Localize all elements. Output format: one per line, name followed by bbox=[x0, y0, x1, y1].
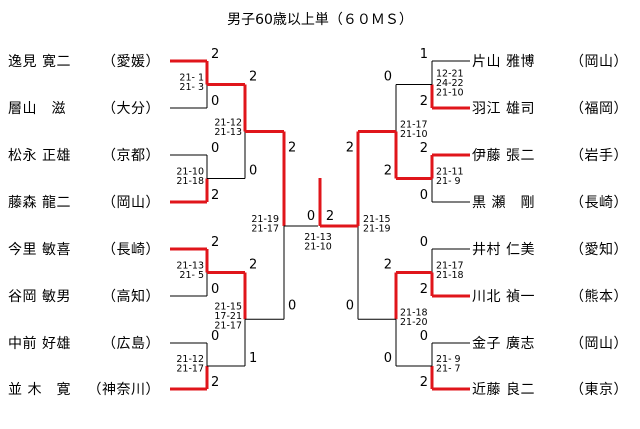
right-r2-score: 2 bbox=[384, 164, 392, 179]
left-r1-game-score: 21- 5 bbox=[179, 270, 204, 281]
left-player-club: （岡山） bbox=[102, 195, 160, 211]
left-player-name: 中前 好雄 bbox=[8, 335, 71, 352]
left-r2-score: 2 bbox=[249, 70, 257, 85]
right-player-name: 金子 廣志 bbox=[472, 335, 535, 352]
left-r2-game-score: 17-21 bbox=[214, 311, 242, 322]
left-player-club: （広島） bbox=[102, 336, 160, 352]
right-r1-score: 2 bbox=[420, 375, 428, 390]
left-r3-score: 0 bbox=[288, 298, 296, 313]
right-r3-score: 0 bbox=[346, 298, 354, 313]
right-player-club: （福岡） bbox=[570, 101, 628, 117]
left-player-club: （高知） bbox=[102, 288, 160, 305]
left-r3-score: 2 bbox=[288, 141, 296, 156]
right-r2-game-score: 21-17 bbox=[400, 120, 428, 131]
right-r2-score: 0 bbox=[384, 70, 392, 85]
right-r2-game-score: 21-20 bbox=[400, 317, 428, 328]
right-r1-game-score: 21-17 bbox=[436, 261, 464, 272]
left-r1-score: 2 bbox=[211, 188, 219, 203]
right-r3-game-score: 21-15 bbox=[363, 214, 391, 225]
left-r1-score: 2 bbox=[211, 235, 219, 250]
right-player-name: 片山 雅博 bbox=[472, 53, 535, 70]
right-r3-score: 2 bbox=[346, 141, 354, 156]
final-game-score: 21-13 bbox=[304, 232, 332, 243]
left-r2-game-score: 21-13 bbox=[214, 127, 242, 138]
left-r1-score: 0 bbox=[211, 329, 219, 344]
page-title: 男子60歳以上単（６０ＭＳ） bbox=[227, 12, 413, 28]
bracket-lines bbox=[170, 59, 470, 391]
right-r1-game-score: 21-18 bbox=[436, 270, 464, 281]
left-r2-score: 2 bbox=[249, 258, 257, 273]
final-score: 2 bbox=[326, 209, 334, 224]
left-r1-score: 0 bbox=[211, 141, 219, 156]
right-r2-score: 2 bbox=[384, 258, 392, 273]
left-r1-game-score: 21-17 bbox=[176, 364, 204, 375]
right-player-club: （愛知） bbox=[570, 241, 628, 258]
right-player-name: 井村 仁美 bbox=[472, 242, 535, 258]
left-r1-game-score: 21- 3 bbox=[179, 82, 204, 93]
left-player-club: （大分） bbox=[102, 101, 160, 117]
left-r2-game-score: 21-17 bbox=[214, 320, 242, 331]
right-r1-score: 2 bbox=[420, 282, 428, 297]
right-player-name: 伊藤 張二 bbox=[472, 148, 535, 164]
final-game-score: 21-10 bbox=[304, 242, 332, 253]
right-r1-game-score: 21- 9 bbox=[436, 354, 461, 365]
right-player-club: （長崎） bbox=[570, 195, 628, 211]
left-r1-game-score: 21- 1 bbox=[179, 73, 204, 84]
right-player-name: 黒 瀬 剛 bbox=[472, 195, 535, 211]
left-r1-game-score: 21-10 bbox=[176, 167, 204, 178]
left-r1-score: 0 bbox=[211, 282, 219, 297]
left-r3-game-score: 21-19 bbox=[251, 214, 279, 225]
left-r1-game-score: 21-18 bbox=[176, 176, 204, 187]
left-player-club: （愛媛） bbox=[102, 54, 160, 70]
left-r1-score: 2 bbox=[211, 47, 219, 62]
right-r2-score: 0 bbox=[384, 351, 392, 366]
right-player-name: 川北 禎一 bbox=[472, 289, 535, 305]
left-player-club: （神奈川） bbox=[88, 382, 161, 398]
right-r1-score: 2 bbox=[420, 141, 428, 156]
right-player-club: （東京） bbox=[570, 382, 628, 398]
right-r3-game-score: 21-19 bbox=[363, 224, 391, 235]
right-r1-score: 1 bbox=[420, 47, 428, 62]
left-r2-score: 0 bbox=[249, 164, 257, 179]
left-player-club: （長崎） bbox=[102, 242, 160, 258]
right-r1-score: 2 bbox=[420, 94, 428, 109]
left-player-club: （京都） bbox=[102, 148, 160, 164]
final-score: 0 bbox=[307, 209, 315, 224]
left-r2-score: 1 bbox=[249, 351, 257, 366]
right-r1-game-score: 24-22 bbox=[436, 78, 464, 89]
right-player-name: 羽江 雄司 bbox=[472, 101, 535, 117]
left-player-name: 今里 敏喜 bbox=[8, 242, 71, 258]
right-player-club: （岩手） bbox=[570, 148, 628, 164]
bracket-labels: 逸見 寛二 （愛媛） 層山 滋 （大分） 松永 正雄 （京都） 藤森 龍二 （岡山） 今里 敏喜… bbox=[8, 47, 628, 398]
right-r1-score: 0 bbox=[420, 188, 428, 203]
right-r1-game-score: 12-21 bbox=[436, 69, 464, 80]
left-player-name: 松永 正雄 bbox=[8, 148, 71, 164]
left-r1-score: 0 bbox=[211, 94, 219, 109]
left-r3-game-score: 21-17 bbox=[251, 224, 279, 235]
right-player-name: 近藤 良二 bbox=[472, 382, 535, 398]
right-player-club: （岡山） bbox=[570, 54, 628, 70]
right-r1-game-score: 21-10 bbox=[436, 88, 464, 99]
right-r1-game-score: 21-11 bbox=[436, 167, 464, 178]
left-r1-game-score: 21-13 bbox=[176, 261, 204, 272]
right-r1-score: 0 bbox=[420, 235, 428, 250]
left-player-name: 層山 滋 bbox=[8, 101, 66, 117]
left-player-name: 藤森 龍二 bbox=[8, 194, 71, 211]
left-r2-game-score: 21-12 bbox=[214, 118, 242, 129]
left-r2-game-score: 21-15 bbox=[214, 301, 242, 312]
right-r1-game-score: 21- 9 bbox=[436, 176, 461, 187]
left-r1-game-score: 21-12 bbox=[176, 354, 204, 365]
right-player-club: （岡山） bbox=[570, 336, 628, 352]
left-player-name: 逸見 寛二 bbox=[8, 53, 71, 70]
left-r1-score: 2 bbox=[211, 375, 219, 390]
right-r1-game-score: 21- 7 bbox=[436, 364, 461, 375]
left-player-name: 谷岡 敏男 bbox=[8, 289, 71, 305]
right-r2-game-score: 21-10 bbox=[400, 129, 428, 140]
left-player-name: 並 木 寛 bbox=[8, 381, 71, 398]
right-player-club: （熊本） bbox=[570, 289, 628, 305]
right-r1-score: 0 bbox=[420, 329, 428, 344]
right-r2-game-score: 21-18 bbox=[400, 307, 428, 318]
